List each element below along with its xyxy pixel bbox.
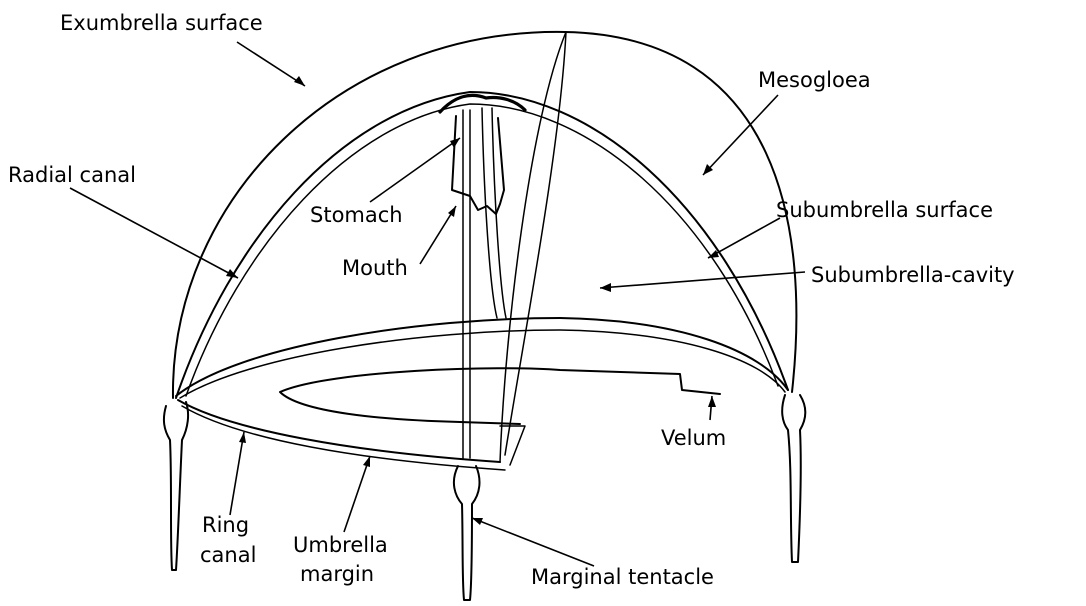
- label-mesogloea: Mesogloea: [758, 68, 871, 92]
- label-umbrella-margin-line2: margin: [300, 562, 374, 586]
- label-umbrella-margin-line1: Umbrella: [293, 533, 388, 557]
- pointer-subumbrella-surface: [708, 218, 780, 258]
- velum-opening: [280, 368, 720, 424]
- arrowhead-exumbrella: [294, 76, 305, 86]
- pointer-marginal-tentacle: [472, 518, 594, 566]
- radial-canal-cut-b: [505, 32, 566, 455]
- pointer-mesogloea: [703, 95, 778, 175]
- pointer-subumbrella-cavity: [600, 272, 805, 288]
- central-canal: [463, 110, 470, 458]
- ring-canal-outer-2: [180, 330, 785, 398]
- center-tentacle: [454, 466, 480, 600]
- medusa-body: [173, 32, 796, 470]
- pointer-stomach: [370, 138, 460, 202]
- label-velum: Velum: [661, 426, 726, 450]
- left-tentacle: [164, 402, 188, 570]
- label-mouth: Mouth: [342, 256, 408, 280]
- arrowhead-mouth: [448, 206, 456, 217]
- stomach-body: [452, 116, 504, 214]
- label-ring-canal-line2: canal: [200, 543, 256, 567]
- pointer-umbrella-margin: [344, 456, 370, 532]
- right-tentacle: [782, 395, 805, 562]
- subumbrella-outline: [176, 92, 788, 398]
- arrowhead-umbrella-margin: [363, 456, 370, 467]
- label-exumbrella-surface: Exumbrella surface: [60, 11, 263, 35]
- pointer-exumbrella: [237, 42, 305, 86]
- arrowhead-velum: [708, 396, 716, 407]
- label-subumbrella-surface: Subumbrella surface: [776, 198, 993, 222]
- label-subumbrella-cavity: Subumbrella-cavity: [811, 263, 1015, 287]
- pointer-ring-canal: [230, 432, 244, 515]
- label-radial-canal: Radial canal: [8, 163, 136, 187]
- label-ring-canal-line1: Ring: [202, 513, 249, 537]
- umbrella-margin-lower-2: [182, 406, 505, 470]
- label-stomach: Stomach: [310, 203, 403, 227]
- labels: Exumbrella surface Mesogloea Radial cana…: [8, 11, 1015, 589]
- exumbrella-outline: [173, 32, 796, 398]
- ring-canal-outer: [176, 318, 788, 396]
- label-marginal-tentacle: Marginal tentacle: [531, 565, 714, 589]
- velum-cut: [500, 426, 525, 465]
- arrowhead-ring-canal: [239, 432, 246, 443]
- arrowhead-subumbrella-cavity: [600, 283, 611, 292]
- arrowhead-marginal-tentacle: [472, 518, 483, 525]
